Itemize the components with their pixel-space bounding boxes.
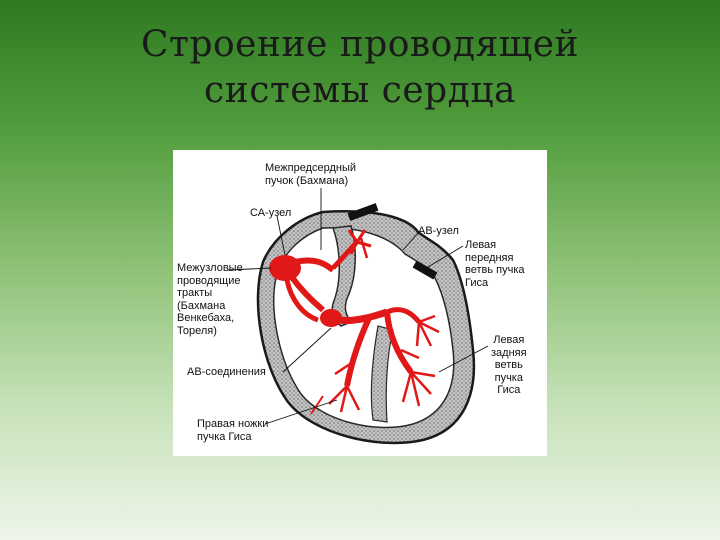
valve-bar-top — [347, 203, 379, 221]
leader-lines — [227, 188, 489, 425]
heart-illustration — [227, 188, 489, 445]
his-bundle-path — [338, 308, 389, 324]
label-bachmann-bundle: Межпредсердный пучок (Бахмана) — [265, 162, 357, 187]
title-line-2: системы сердца — [204, 70, 516, 111]
av-node-shape — [320, 309, 342, 327]
label-left-anterior-branch: Левая передняя ветвь пучка Гиса — [465, 239, 525, 289]
heart-conduction-diagram: Межпредсердный пучок (Бахмана) СА-узел А… — [173, 150, 547, 456]
internodal-tract-2 — [288, 274, 325, 313]
title-line-1: Строение проводящей — [140, 24, 580, 65]
internodal-tract-3 — [284, 279, 319, 323]
slide-title: Строение проводящей системы сердца — [0, 22, 720, 114]
label-internodal-tracts: Межузловые проводящие тракты (Бахмана Ве… — [177, 262, 243, 337]
sa-node-shape — [269, 255, 301, 281]
label-sa-node: СА-узел — [250, 207, 292, 219]
conduction-system — [269, 229, 440, 415]
interventricular-septum — [370, 325, 394, 423]
label-right-bundle-branch: Правая ножки пучка Гиса — [197, 418, 269, 443]
label-left-posterior-branch: Левая задняя ветвь пучка Гиса — [491, 334, 527, 396]
internodal-tract-1 — [294, 257, 335, 273]
label-av-node: АВ-узел — [418, 225, 459, 237]
valve-bar-right — [412, 260, 438, 280]
label-av-junction: АВ-соединения — [187, 366, 266, 378]
